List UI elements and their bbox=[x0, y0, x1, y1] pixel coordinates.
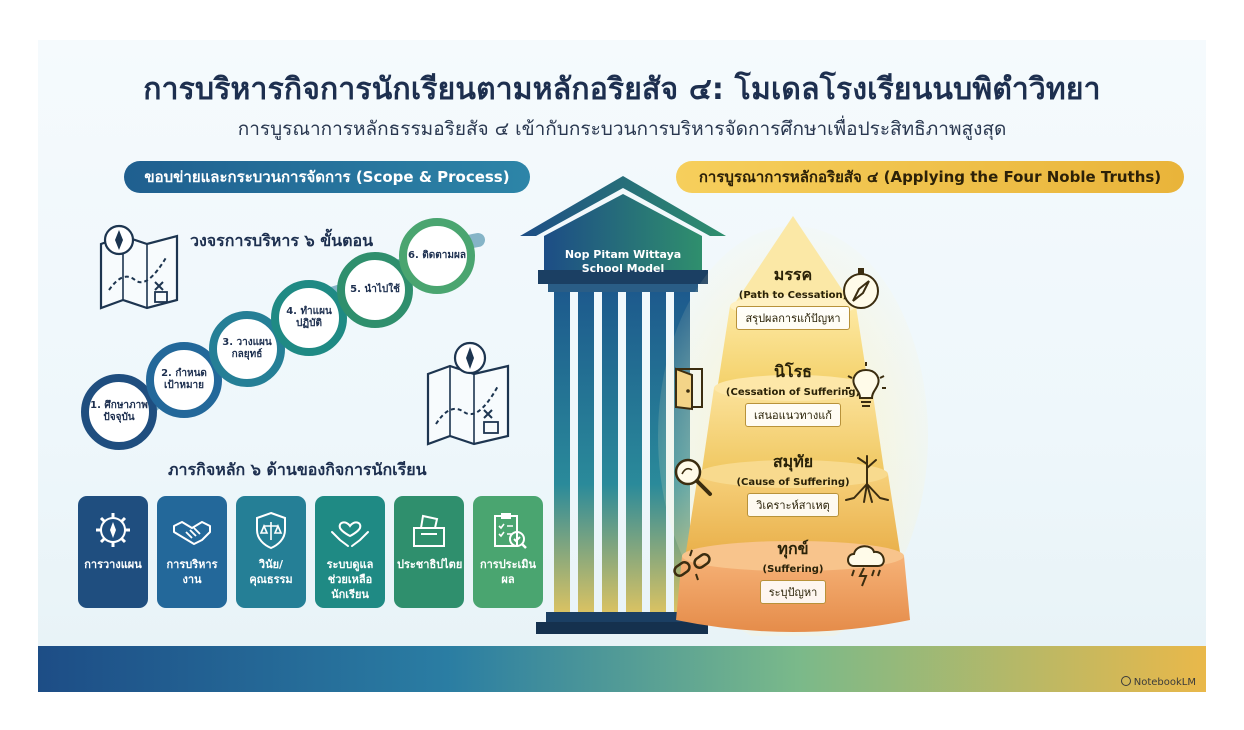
cycle-step-1: 1. ศึกษาภาพปัจจุบัน bbox=[81, 374, 157, 450]
bottom-gradient-band bbox=[38, 646, 1206, 692]
ballot-box-icon bbox=[413, 514, 445, 547]
tier-nirodha: นิโรธ (Cessation of Suffering) เสนอแนวทา… bbox=[693, 360, 893, 427]
four-noble-truths-label: การบูรณาการหลักอริยสัจ ๔ (Applying the F… bbox=[676, 161, 1184, 193]
magnifier-icon bbox=[674, 458, 712, 496]
notebooklm-icon bbox=[1120, 676, 1131, 686]
brand-text: NotebookLM bbox=[1133, 677, 1196, 688]
mission-tile-democracy: ประชาธิปไตย bbox=[394, 496, 464, 608]
mission-tile-planning: การวางแผน bbox=[78, 496, 148, 608]
door-icon bbox=[675, 367, 703, 411]
clipboard-check-icon bbox=[494, 513, 527, 549]
pillar-icon bbox=[520, 176, 726, 634]
gear-compass-icon bbox=[96, 513, 130, 547]
mission-label: วินัย/คุณธรรม bbox=[249, 558, 293, 586]
cycle-step-4: 4. ทำแผนปฏิบัติ bbox=[271, 280, 347, 356]
tier-english: (Cause of Suffering) bbox=[736, 477, 850, 488]
mission-label: การประเมินผล bbox=[479, 558, 537, 586]
tier-english: (Cessation of Suffering) bbox=[725, 387, 861, 398]
cycle-heading: วงจรการบริหาร ๖ ขั้นตอน bbox=[190, 231, 374, 250]
noble-truths-pyramid bbox=[658, 216, 928, 636]
shield-scales-icon bbox=[256, 511, 286, 550]
tier-action: เสนอแนวทางแก้ bbox=[745, 403, 841, 427]
handshake-icon bbox=[173, 521, 211, 545]
page-subtitle: การบูรณาการหลักธรรมอริยสัจ ๔ เข้ากับกระบ… bbox=[237, 118, 1007, 140]
tier-name: มรรค bbox=[773, 265, 813, 284]
tier-name: นิโรธ bbox=[774, 362, 812, 381]
mission-tile-student-care: ระบบดูแลช่วยเหลือนักเรียน bbox=[315, 496, 385, 608]
cycle-step-2: 2. กำหนดเป้าหมาย bbox=[146, 342, 222, 418]
heart-hands-icon bbox=[331, 521, 369, 547]
tier-english: (Path to Cessation) bbox=[738, 290, 848, 301]
mission-label: ระบบดูแลช่วยเหลือนักเรียน bbox=[326, 558, 374, 601]
cycle-step-6: 6. ติดตามผล bbox=[399, 218, 475, 294]
storm-cloud-icon bbox=[847, 545, 885, 587]
roots-icon bbox=[845, 455, 889, 503]
scope-process-label: ขอบข่ายและกระบวนการจัดการ (Scope & Proce… bbox=[124, 161, 530, 193]
tier-dukkha: ทุกข์ (Suffering) ระบุปัญหา bbox=[693, 537, 893, 604]
tier-name: ทุกข์ bbox=[777, 539, 809, 558]
mission-tile-administration: การบริหารงาน bbox=[157, 496, 227, 608]
lightbulb-icon bbox=[846, 362, 886, 407]
pillar-label: Nop Pitam Wittaya School Model bbox=[564, 248, 682, 276]
broken-chain-icon bbox=[673, 549, 711, 581]
tier-magga: มรรค (Path to Cessation) สรุปผลการแก้ปัญ… bbox=[693, 263, 893, 330]
mission-label: การวางแผน bbox=[84, 558, 142, 571]
tier-name: สมุทัย bbox=[772, 452, 814, 471]
map-compass-icon bbox=[426, 341, 510, 446]
mission-label: ประชาธิปไตย bbox=[397, 558, 463, 571]
page-title: การบริหารกิจการนักเรียนตามหลักอริยสัจ ๔:… bbox=[143, 72, 1101, 107]
map-compass-icon bbox=[99, 224, 179, 310]
compass-icon bbox=[843, 268, 879, 309]
brand-label: NotebookLM bbox=[1120, 676, 1196, 688]
mission-label: การบริหารงาน bbox=[166, 558, 218, 586]
mission-tile-discipline: วินัย/คุณธรรม bbox=[236, 496, 306, 608]
tier-action: วิเคราะห์สาเหตุ bbox=[747, 493, 839, 517]
tier-english: (Suffering) bbox=[762, 564, 824, 575]
missions-heading: ภารกิจหลัก ๖ ด้านของกิจการนักเรียน bbox=[168, 460, 427, 479]
tier-samudaya: สมุทัย (Cause of Suffering) วิเคราะห์สาเ… bbox=[693, 450, 893, 517]
infographic-slide: การบริหารกิจการนักเรียนตามหลักอริยสัจ ๔:… bbox=[38, 40, 1206, 692]
tier-action: สรุปผลการแก้ปัญหา bbox=[736, 306, 850, 330]
tier-action: ระบุปัญหา bbox=[759, 580, 827, 604]
mission-tile-evaluation: การประเมินผล bbox=[473, 496, 543, 608]
